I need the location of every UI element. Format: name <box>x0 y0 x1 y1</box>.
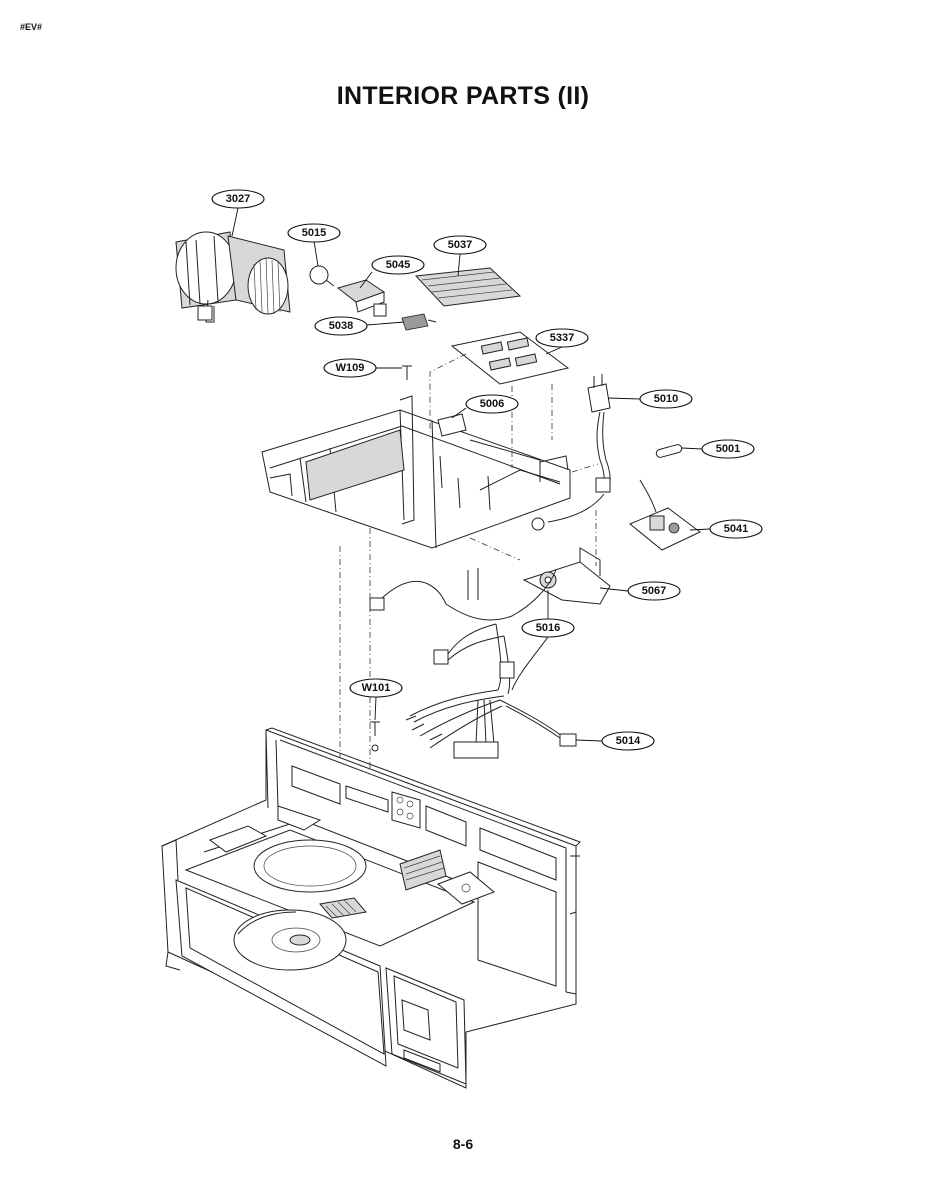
thermostat-bracket <box>522 547 611 605</box>
lamp-bulb <box>309 265 335 287</box>
svg-text:5045: 5045 <box>386 259 410 271</box>
svg-text:5014: 5014 <box>616 735 641 747</box>
callout-3027: 3027 <box>211 189 265 237</box>
callout-5014: 5014 <box>575 731 655 751</box>
callout-5067: 5067 <box>599 581 681 601</box>
callout-5038: 5038 <box>314 316 405 336</box>
svg-text:5041: 5041 <box>724 523 748 535</box>
svg-text:5337: 5337 <box>550 332 574 344</box>
callout-5001: 5001 <box>681 439 755 459</box>
screw-w101 <box>370 721 380 752</box>
noise-filter-board <box>629 479 701 551</box>
svg-text:5015: 5015 <box>302 227 326 239</box>
callout-5041: 5041 <box>689 519 763 539</box>
svg-text:5067: 5067 <box>642 585 666 597</box>
screw-w109 <box>402 365 412 380</box>
svg-text:W101: W101 <box>362 682 391 694</box>
callout-W109: W109 <box>323 358 402 378</box>
air-guide-assembly <box>261 395 571 549</box>
fuse <box>655 444 683 458</box>
fan-motor-assembly <box>175 231 291 323</box>
callout-5010: 5010 <box>607 389 693 409</box>
callout-5015: 5015 <box>287 223 341 267</box>
wire-harness <box>369 568 577 759</box>
callout-W101: W101 <box>349 678 403 721</box>
switch <box>401 313 437 331</box>
lamp-holder <box>336 279 387 317</box>
svg-text:5038: 5038 <box>329 320 353 332</box>
callout-5016: 5016 <box>521 590 575 638</box>
callout-5337: 5337 <box>535 328 589 355</box>
page-number: 8-6 <box>452 1136 474 1152</box>
oven-cavity-frame <box>161 727 581 1089</box>
callout-5037: 5037 <box>433 235 487 277</box>
charcoal-filter <box>414 267 522 307</box>
power-cord <box>531 374 611 531</box>
svg-text:5016: 5016 <box>536 622 560 634</box>
svg-text:5037: 5037 <box>448 239 472 251</box>
cover-plate <box>450 331 570 385</box>
svg-text:5010: 5010 <box>654 393 678 405</box>
svg-text:5006: 5006 <box>480 398 504 410</box>
page-title: INTERIOR PARTS (II) <box>336 82 590 110</box>
callout-5045: 5045 <box>359 255 425 289</box>
svg-text:5001: 5001 <box>716 443 740 455</box>
callout-5006: 5006 <box>451 394 519 419</box>
document-tag: #EV# <box>20 22 43 32</box>
svg-text:W109: W109 <box>336 362 365 374</box>
svg-text:3027: 3027 <box>226 193 250 205</box>
